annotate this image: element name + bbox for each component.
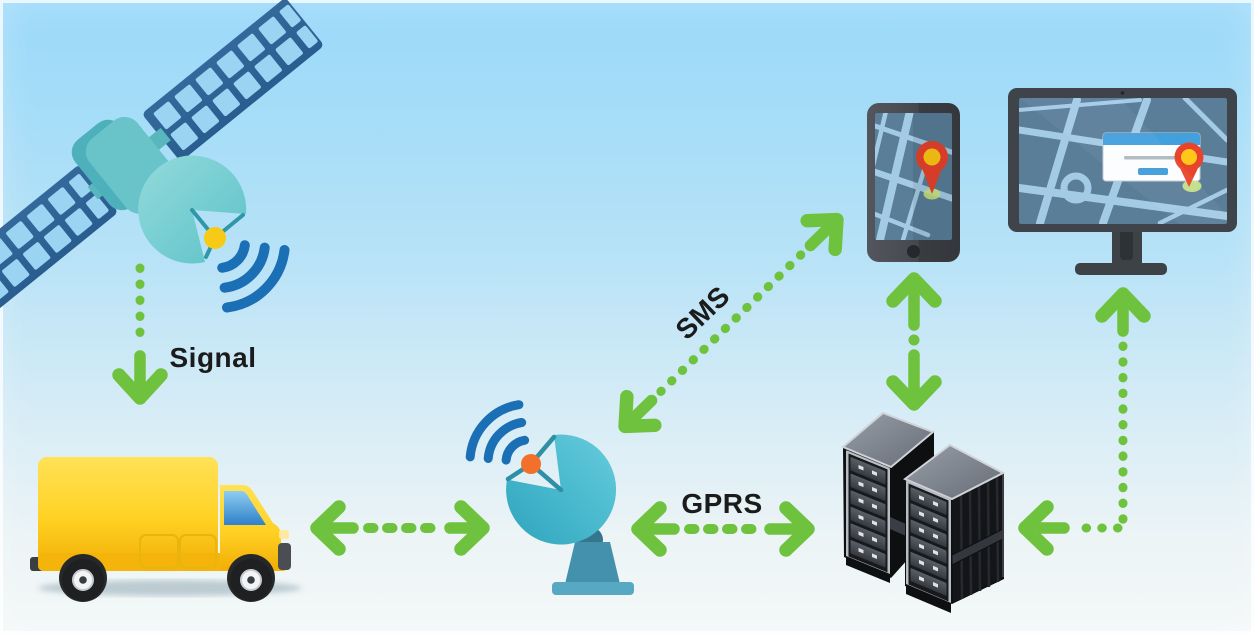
sms-arrow [618,212,844,434]
solar-panel-upper [143,0,323,160]
van-front-wheel [230,559,272,601]
server-rack-left [841,411,935,583]
antenna-signal-waves-icon [465,400,530,465]
signal-label: Signal [169,342,257,373]
server-racks-icon [841,411,1006,614]
desktop-monitor-map-icon [1008,88,1237,275]
solar-panel-lower [0,166,117,330]
gprs-arrow [631,501,815,557]
antenna-feed-ball [521,454,541,474]
delivery-van-icon [30,457,302,602]
van-headlight [279,530,289,539]
phone-servers-arrow [886,272,942,411]
phone-screen-map [875,113,952,240]
map-pin-icon [916,141,948,194]
map-pin-icon [1174,142,1204,187]
webcam-dot [1120,91,1125,95]
monitor-stand-base [1075,263,1167,275]
van-antenna-arrow [310,500,490,556]
map-roundabout [1060,172,1092,204]
monitor-screen-map [1019,98,1227,224]
server-rack-right [903,443,1006,614]
smartphone-map-icon [867,103,960,262]
dish-feed-ball [204,227,226,249]
satellite-dish-station-icon [465,400,634,595]
satellite-signal-waves-icon [217,240,290,313]
gprs-label: GPRS [681,488,763,519]
van-windshield [224,491,266,525]
van-cargo-box [38,457,218,570]
antenna-pedestal [565,542,620,584]
servers-monitor-elbow-arrow [1018,287,1151,556]
van-rear-wheel [62,559,104,601]
antenna-base [552,582,634,595]
signal-arrow [112,263,168,405]
satellite-icon [0,0,323,330]
van-front-bumper [278,543,291,570]
phone-home-button [907,245,920,258]
